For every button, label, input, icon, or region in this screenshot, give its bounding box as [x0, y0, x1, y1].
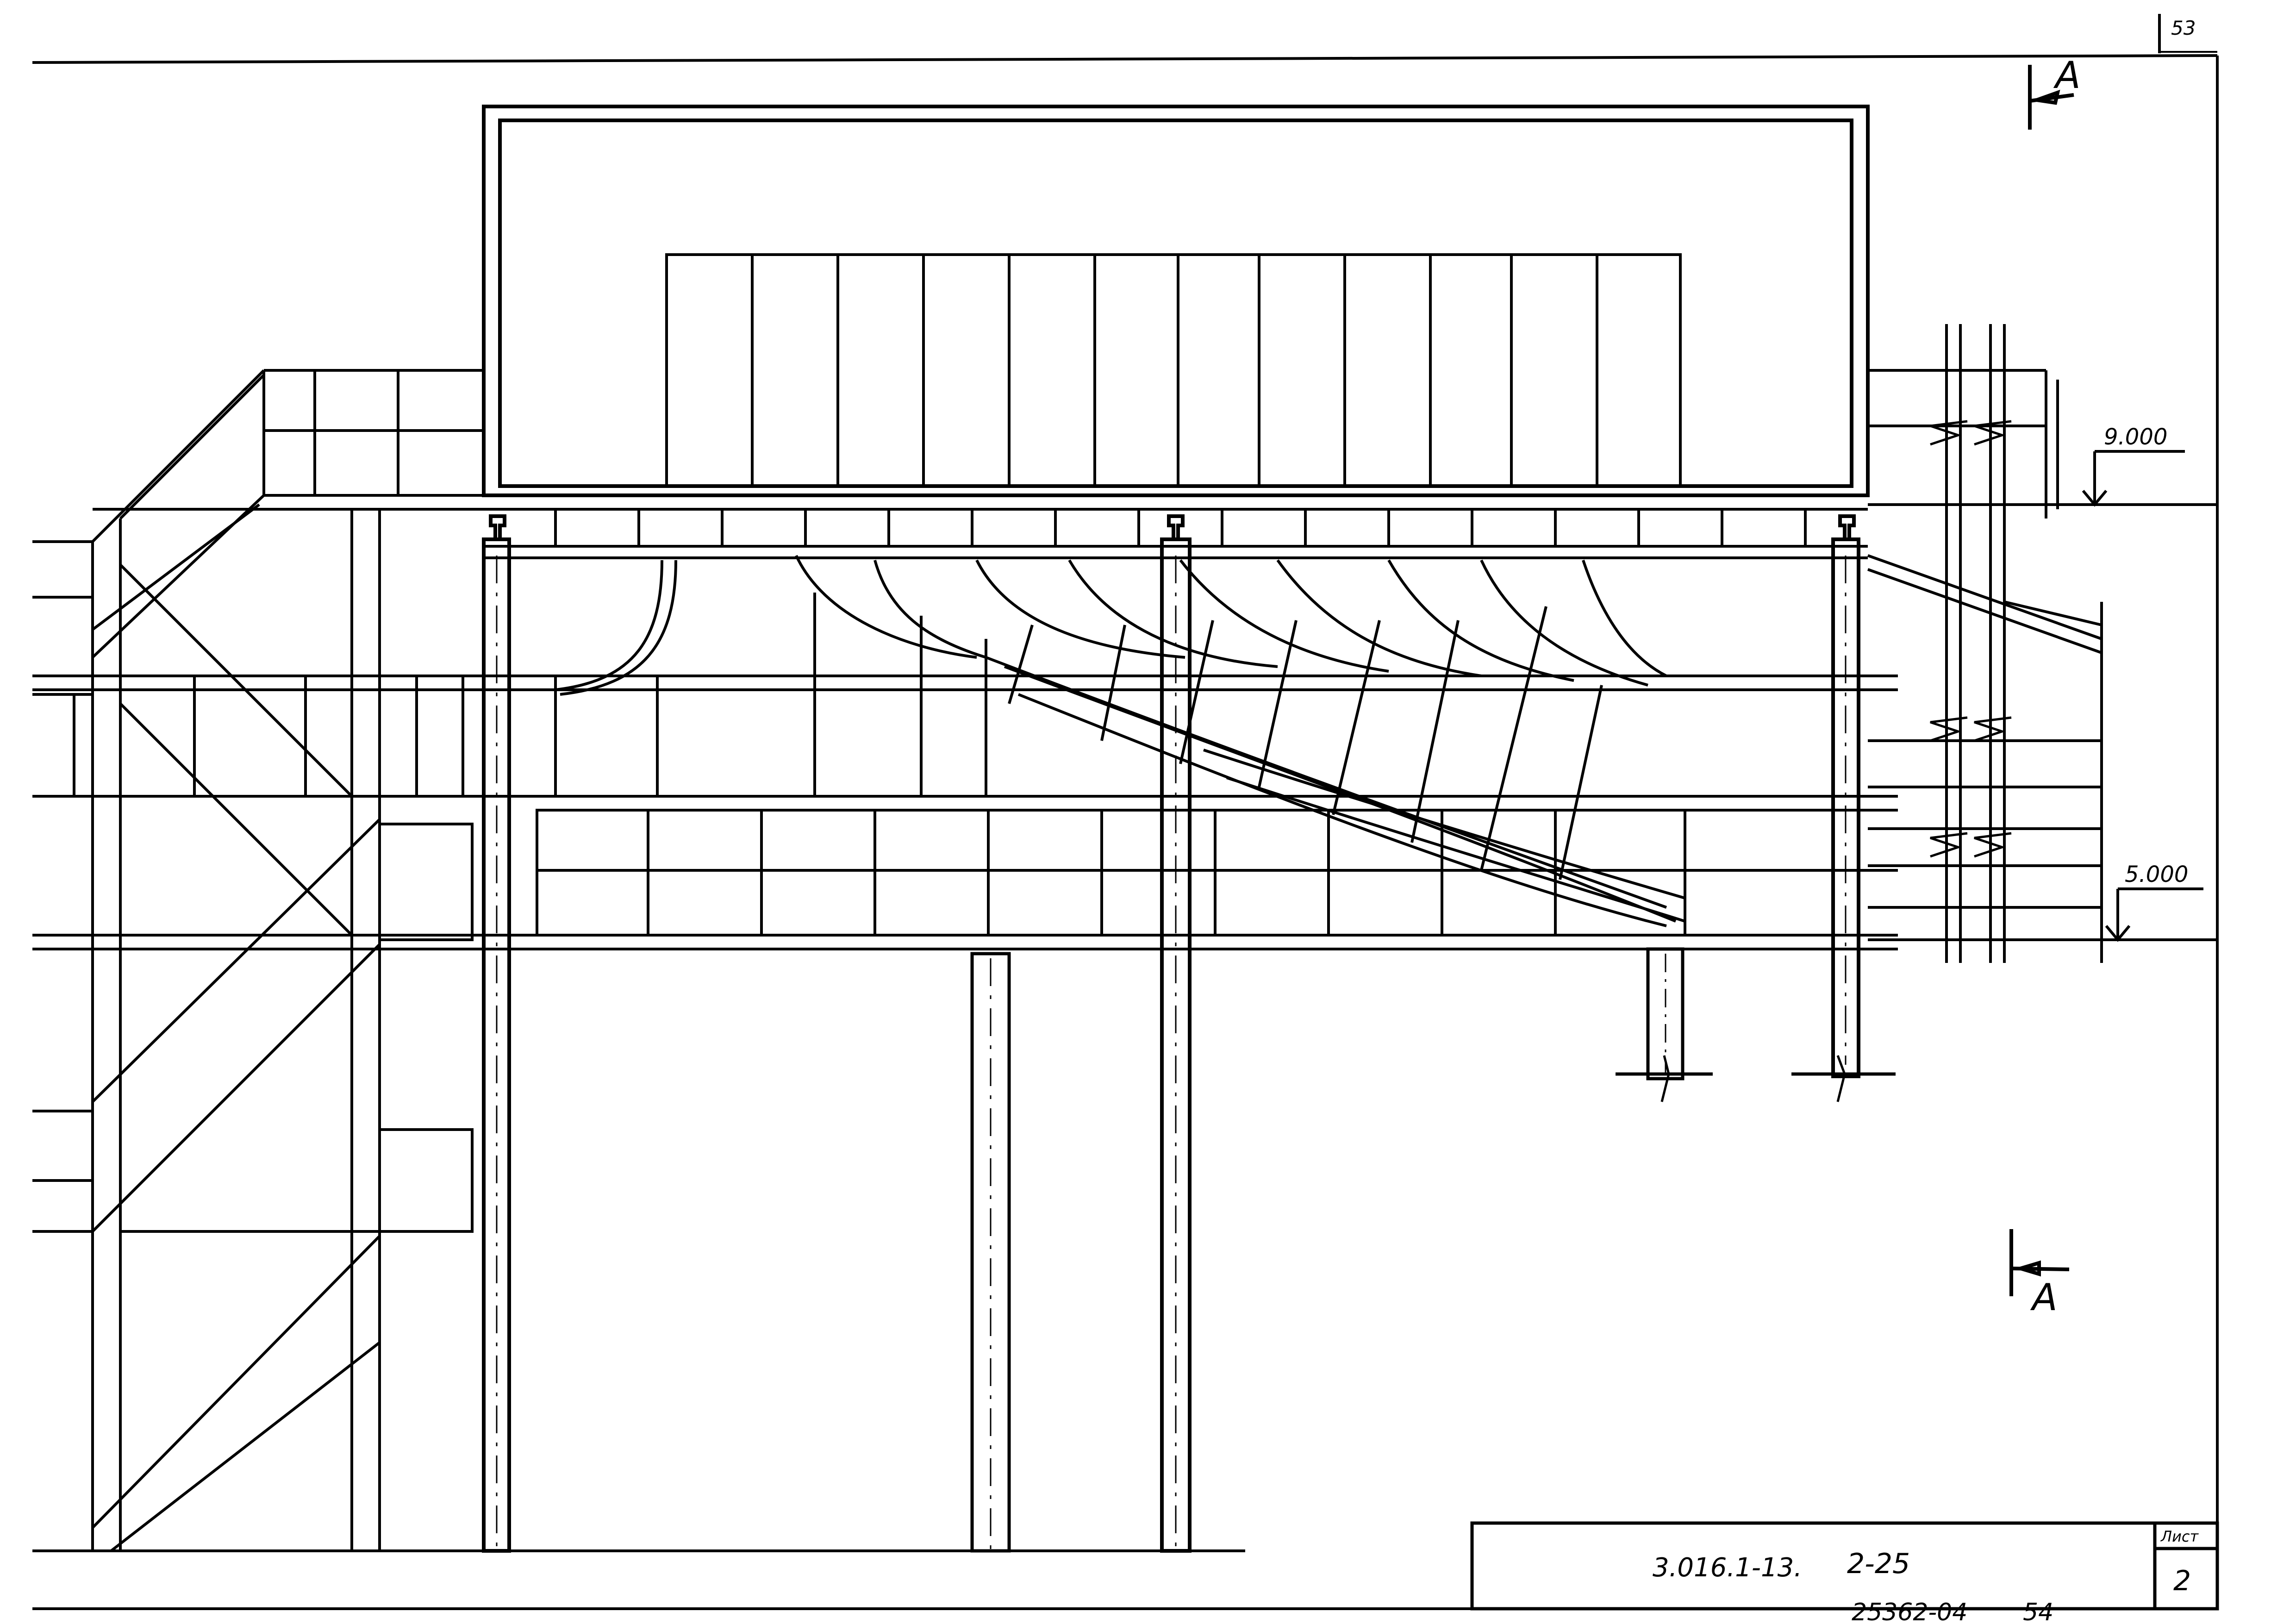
right-structure [1867, 324, 2103, 963]
support-columns [482, 514, 1860, 1553]
section-mark-top [2028, 65, 2074, 130]
billboard-panel [665, 253, 1682, 487]
elevation-mark-upper [1868, 450, 2217, 507]
drawing-number: 2-25 [1847, 1548, 1910, 1580]
sheet-label: Лист [2160, 1528, 2199, 1545]
billboard-frame [482, 105, 1870, 497]
page-number: 53 [2171, 17, 2196, 39]
archive-number: 25362-04 [1852, 1599, 1967, 1624]
designation-code: 3.016.1-13. [1653, 1553, 1802, 1583]
cable-trays [555, 555, 1685, 927]
elevation-label-lower: 5.000 [2125, 862, 2188, 887]
section-label-bottom: A [2030, 1276, 2058, 1319]
gallery-deck [32, 593, 1898, 950]
elevation-label-upper: 9.000 [2104, 424, 2167, 450]
elevation-mark-lower [1868, 887, 2217, 942]
section-label-top: A [2053, 54, 2081, 97]
section-mark-bottom [2009, 1229, 2070, 1296]
archive-page: 54 [2023, 1599, 2053, 1624]
stair-structure [32, 369, 484, 1552]
lower-columns [970, 947, 1896, 1553]
title-block [1470, 1521, 2219, 1611]
tray-supports [1008, 606, 1603, 880]
sheet-number: 2 [2173, 1565, 2191, 1597]
